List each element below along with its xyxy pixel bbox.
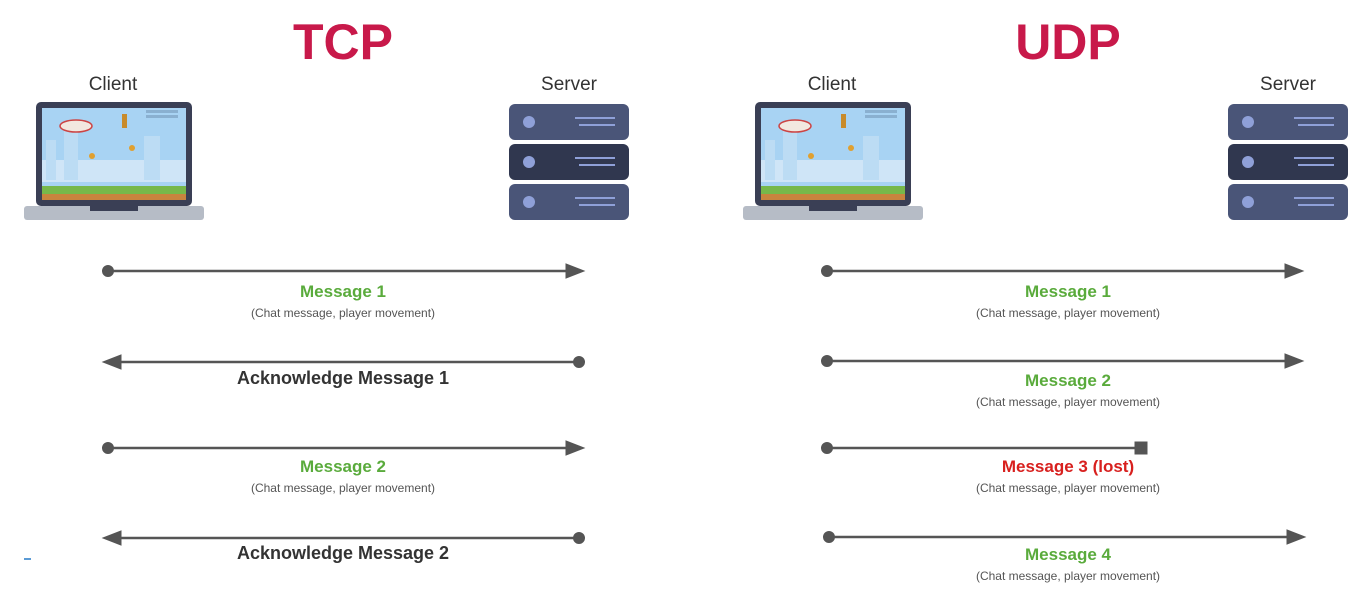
udp-message-3-lost-title: Message 3 (lost) [1001,457,1135,476]
tcp-server-label: Server [541,74,597,95]
udp-message-2-subtitle: (Chat message, player movement) [975,395,1161,409]
udp-message-1-title: Message 1 [1025,282,1111,301]
tcp-arrow-1 [102,263,586,279]
udp-message-4-subtitle: (Chat message, player movement) [975,569,1161,583]
tcp-server-rack-icon [509,104,629,220]
tcp-laptop-icon [24,102,204,220]
udp-server-label: Server [1260,74,1316,95]
udp-arrow-4 [823,529,1307,545]
udp-laptop-icon [743,102,923,220]
udp-client-label: Client [807,74,857,95]
udp-arrow-3-lost [821,441,1148,455]
udp-message-3-subtitle: (Chat message, player movement) [975,481,1161,495]
udp-arrow-2 [821,353,1305,369]
tcp-message-2-subtitle: (Chat message, player movement) [250,481,436,495]
tcp-client-label: Client [88,74,138,95]
udp-message-4-title: Message 4 [1025,545,1111,564]
tcp-title: TCP [293,14,393,70]
tcp-arrow-ack-2 [101,530,585,546]
udp-arrow-1 [821,263,1305,279]
tcp-message-1-title: Message 1 [300,282,386,301]
tcp-message-2-title: Message 2 [300,457,386,476]
tcp-message-1-subtitle: (Chat message, player movement) [250,306,436,320]
tcp-arrow-ack-1 [101,354,585,370]
udp-message-1-subtitle: (Chat message, player movement) [975,306,1161,320]
udp-server-rack-icon [1228,104,1348,220]
tcp-arrow-2 [102,440,586,456]
stray-mark [24,558,31,560]
tcp-ack-2-label: Acknowledge Message 2 [236,543,450,563]
udp-message-2-title: Message 2 [1025,371,1111,390]
udp-title: UDP [1015,14,1121,70]
tcp-ack-1-label: Acknowledge Message 1 [236,368,450,388]
